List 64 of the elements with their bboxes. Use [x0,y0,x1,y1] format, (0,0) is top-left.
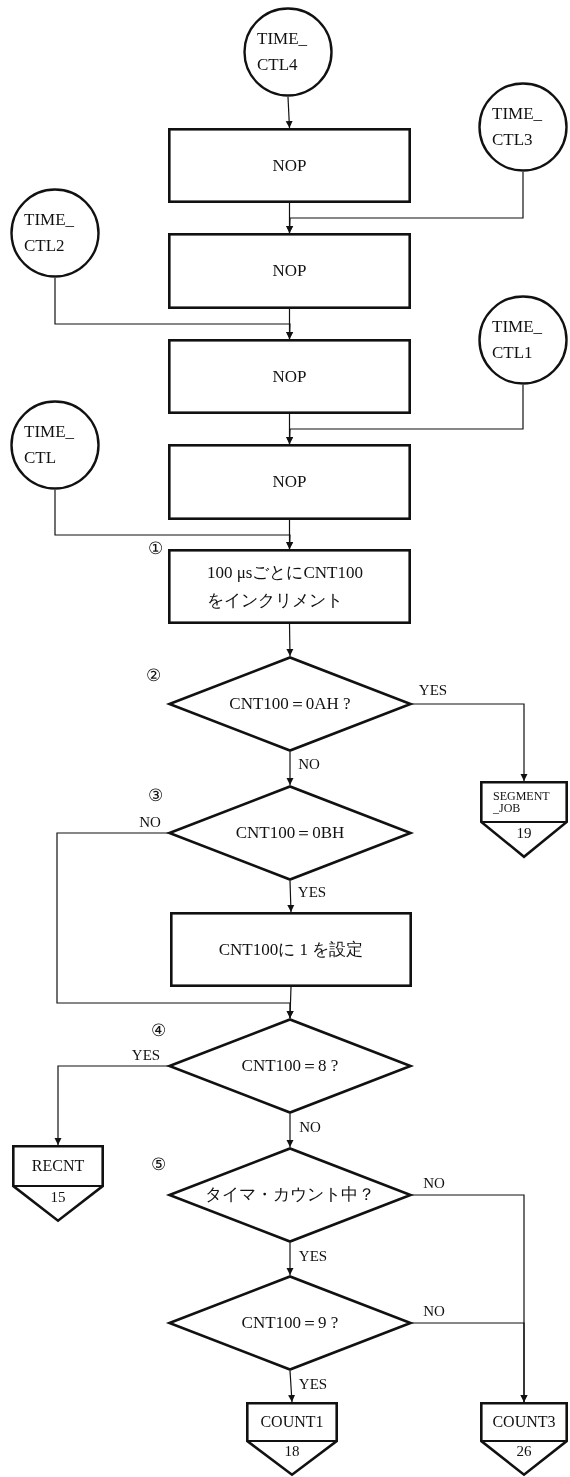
decision-diamond [168,656,412,752]
node-label: CNT100に 1 を設定 [218,938,364,961]
process-box [168,549,411,624]
node-label: NOP [272,471,307,494]
node-label: COUNT3 [492,1411,556,1432]
node-label: 15 [50,1187,66,1207]
arrow [286,1242,294,1276]
connector-circle [478,82,568,172]
node-label: タイマ・カウント中？ [205,1184,375,1206]
arrow [54,489,294,550]
node-label: TIME_ CTL [24,420,76,469]
decision-diamond [168,785,412,881]
node-label: COUNT1 [260,1411,324,1432]
node-label: CNT100＝0BH [235,822,345,844]
node-label: 19 [516,823,532,843]
arrow [54,277,294,340]
node-label: NOP [272,260,307,283]
offpage-connector [480,781,568,858]
step-number: ③ [147,786,163,804]
process-box [168,444,411,520]
arrow [54,1065,169,1146]
node-label: NOP [272,154,307,177]
node-label: CNT100＝8 ? [241,1055,339,1077]
step-number: ⑤ [150,1155,166,1173]
node-label: 100 μsごとにCNT100 をインクリメント [207,562,364,612]
decision-diamond [168,1147,412,1243]
offpage-connector [12,1145,104,1222]
process-box [168,128,411,203]
process-box [168,339,411,414]
arrow [287,880,295,913]
node-label: TIME_ CTL4 [257,27,309,76]
arrow [286,1113,294,1148]
node-label: CNT100＝9 ? [241,1312,339,1334]
node-label: 26 [516,1442,532,1462]
decision-diamond [168,1018,412,1114]
connector-circle [243,7,333,97]
offpage-connector [246,1402,338,1476]
node-label: TIME_ CTL1 [492,315,544,364]
arrow [285,96,293,129]
arrow [411,1322,528,1403]
node-label: TIME_ CTL2 [24,208,76,257]
offpage-connector [480,1402,568,1476]
step-number: ④ [150,1021,166,1039]
process-box [168,233,411,309]
node-label: CNT100＝0AH ? [229,693,351,715]
node-label: RECNT [31,1155,85,1176]
node-label: TIME_ CTL3 [492,102,544,151]
node-label: NOP [272,365,307,388]
decision-diamond [168,1275,412,1371]
node-label: SEGMENT _JOB [493,789,551,814]
arrow [411,703,528,782]
process-box [170,912,412,987]
step-number: ① [147,539,163,557]
arrow [286,623,294,657]
step-number: ② [145,666,161,684]
arrow [286,384,524,445]
connector-circle [10,400,100,490]
arrow [286,171,524,234]
connector-circle [10,188,100,278]
arrow [286,986,294,1019]
node-label: 18 [284,1442,300,1462]
arrow [286,751,294,786]
arrow [288,1370,296,1403]
connector-circle [478,295,568,385]
